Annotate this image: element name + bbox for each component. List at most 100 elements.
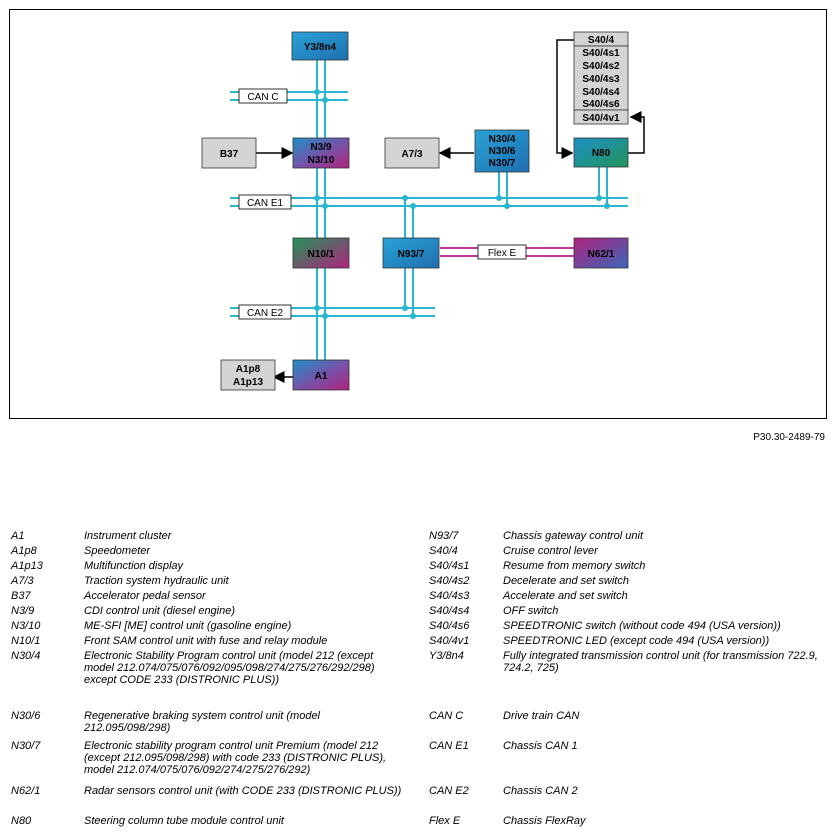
legend-code: CAN E2 [429, 785, 469, 797]
legend-code: A1 [11, 530, 25, 542]
legend-code: S40/4s4 [429, 605, 470, 617]
legend-code: S40/4s6 [429, 620, 470, 632]
bus-junctions [314, 89, 610, 319]
legend-description: SPEEDTRONIC LED (except code 494 (USA ve… [503, 635, 770, 647]
node-y3-8n4: Y3/8n4 [291, 31, 349, 61]
svg-text:S40/4s3: S40/4s3 [582, 74, 620, 85]
legend-description: Accelerate and set switch [503, 590, 628, 602]
bus-label-flex-e: Flex E [477, 244, 527, 260]
figure-reference: P30.30-2489-79 [753, 432, 825, 443]
legend-description: Chassis gateway control unit [503, 530, 644, 542]
svg-text:S40/4s1: S40/4s1 [582, 48, 620, 59]
legend-description: Front SAM control unit with fuse and rel… [84, 635, 328, 647]
legend-description: Speedometer [84, 545, 151, 557]
svg-text:S40/4s2: S40/4s2 [582, 61, 620, 72]
legend-code: B37 [11, 590, 31, 602]
legend-code: N30/7 [11, 740, 41, 752]
svg-text:N30/7: N30/7 [489, 158, 516, 169]
legend-description: Cruise control lever [503, 545, 598, 557]
node-n62-1: N62/1 [573, 237, 629, 269]
svg-text:A1p13: A1p13 [233, 377, 263, 388]
signal-arrows [256, 39, 645, 383]
legend-code: N3/10 [11, 620, 41, 632]
svg-text:B37: B37 [220, 149, 239, 160]
legend-code: S40/4s2 [429, 575, 470, 587]
node-s40-4-stack: S40/4 S40/4s1 S40/4s2 S40/4s3 S40/4s4 S4… [573, 31, 629, 125]
legend-description: SPEEDTRONIC switch (without code 494 (US… [503, 620, 781, 632]
legend-code: CAN E1 [429, 740, 469, 752]
legend-code: N80 [11, 815, 32, 827]
legend-code: S40/4v1 [429, 635, 470, 647]
node-n3-9-n3-10: N3/9 N3/10 [292, 137, 350, 169]
legend-code: N93/7 [429, 530, 459, 542]
node-n93-7: N93/7 [382, 237, 440, 269]
svg-text:S40/4s4: S40/4s4 [582, 87, 620, 98]
legend-code: N62/1 [11, 785, 41, 797]
bus-label-can-e1: CAN E1 [238, 194, 292, 210]
svg-text:CAN E2: CAN E2 [247, 308, 284, 319]
svg-text:S40/4: S40/4 [588, 35, 615, 46]
node-n10-1: N10/1 [292, 237, 350, 269]
node-a7-3: A7/3 [384, 137, 440, 169]
network-diagram: Y3/8n4 CAN C B37 N3/9 N3/10 A7/3 N30/4 N… [201, 31, 645, 391]
legend-description: Steering column tube module control unit [84, 815, 284, 827]
svg-text:S40/4v1: S40/4v1 [582, 113, 620, 124]
svg-text:N93/7: N93/7 [398, 249, 425, 260]
svg-text:A1p8: A1p8 [236, 364, 261, 375]
node-a1p8-a1p13: A1p8 A1p13 [220, 359, 276, 391]
legend-description: Chassis CAN 1 [503, 740, 578, 752]
diagram-frame: Y3/8n4 CAN C B37 N3/9 N3/10 A7/3 N30/4 N… [9, 9, 827, 419]
legend-description: Drive train CAN [503, 710, 580, 722]
svg-text:N30/4: N30/4 [489, 134, 516, 145]
legend-description: Electronic stability program control uni… [84, 740, 387, 776]
bus-label-can-e2: CAN E2 [238, 304, 292, 320]
legend-description: Decelerate and set switch [503, 575, 629, 587]
svg-text:N62/1: N62/1 [588, 249, 615, 260]
svg-text:N3/10: N3/10 [308, 155, 335, 166]
bus-label-can-c: CAN C [238, 88, 288, 104]
svg-text:N80: N80 [592, 148, 611, 159]
legend-description: Regenerative braking system control unit… [84, 710, 321, 734]
legend-description: Electronic Stability Program control uni… [84, 650, 375, 686]
legend-code: A1p8 [11, 545, 37, 557]
svg-text:CAN C: CAN C [247, 92, 278, 103]
legend-code: N3/9 [11, 605, 35, 617]
legend-description: Accelerator pedal sensor [84, 590, 206, 602]
legend-code: N30/4 [11, 650, 41, 662]
node-a1: A1 [292, 359, 350, 391]
legend-code: A1p13 [11, 560, 43, 572]
legend-code: Y3/8n4 [429, 650, 464, 662]
svg-text:A7/3: A7/3 [401, 149, 423, 160]
svg-text:S40/4s6: S40/4s6 [582, 99, 620, 110]
svg-text:N3/9: N3/9 [310, 142, 332, 153]
legend-description: ME-SFI [ME] control unit (gasoline engin… [84, 620, 292, 632]
svg-text:CAN E1: CAN E1 [247, 198, 284, 209]
legend-description: Chassis CAN 2 [503, 785, 578, 797]
legend-code: A7/3 [11, 575, 34, 587]
node-n30-group: N30/4 N30/6 N30/7 [474, 129, 530, 173]
legend-code: N10/1 [11, 635, 41, 647]
legend-description: Fully integrated transmission control un… [503, 650, 818, 674]
svg-text:N30/6: N30/6 [489, 146, 516, 157]
legend-code: S40/4s3 [429, 590, 470, 602]
legend-code: CAN C [429, 710, 464, 722]
legend-description: Multifunction display [84, 560, 184, 572]
legend-code: S40/4s1 [429, 560, 470, 572]
svg-text:Y3/8n4: Y3/8n4 [304, 42, 337, 53]
can-bus-lines [230, 58, 628, 360]
legend-description: CDI control unit (diesel engine) [84, 605, 236, 617]
node-n80: N80 [573, 137, 629, 168]
legend-description: OFF switch [503, 605, 559, 617]
legend-description: Instrument cluster [84, 530, 172, 542]
legend-description: Traction system hydraulic unit [84, 575, 229, 587]
svg-text:Flex E: Flex E [488, 248, 517, 259]
legend-code: N30/6 [11, 710, 41, 722]
svg-text:N10/1: N10/1 [308, 249, 335, 260]
node-b37: B37 [201, 137, 257, 169]
legend-description: Radar sensors control unit (with CODE 23… [84, 785, 402, 797]
legend-description: Resume from memory switch [503, 560, 646, 572]
svg-text:A1: A1 [315, 371, 328, 382]
legend-code: S40/4 [429, 545, 458, 557]
legend-description: Chassis FlexRay [503, 815, 586, 827]
legend-code: Flex E [429, 815, 461, 827]
